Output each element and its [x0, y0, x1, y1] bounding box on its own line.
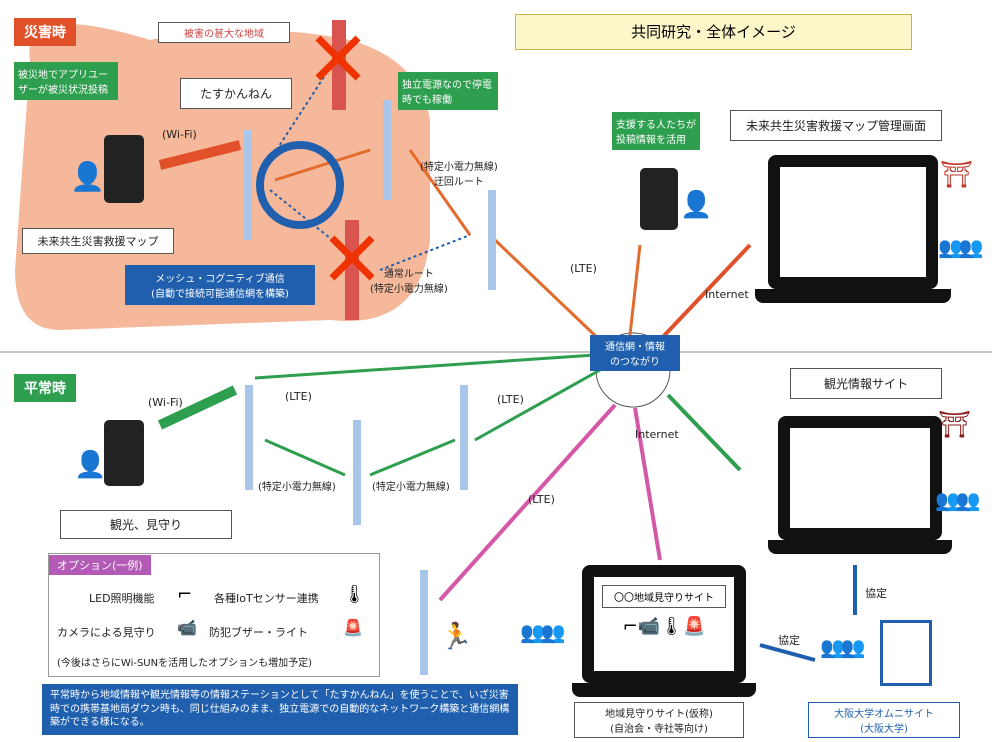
- link-wifi-disaster: [158, 140, 242, 170]
- damage-area-label: 被害の甚大な地域: [158, 22, 290, 43]
- map-name-label: 未来共生災害救援マップ: [22, 228, 174, 254]
- pole-disaster-1: [244, 130, 252, 240]
- link-normal-route: [379, 234, 471, 271]
- option-wisun: (今後はさらにWi-SUNを活用したオプションも増加予定): [57, 658, 313, 669]
- supporters-note: 支援する人たちが投稿情報を活用: [612, 112, 700, 150]
- hub-label: 通信網・情報 のつながり: [590, 335, 680, 371]
- slp1-label: (特定小電力無線): [258, 482, 336, 493]
- link-slp2: [369, 438, 456, 477]
- independent-power-note: 独立電源なので停電時でも稼働: [398, 72, 498, 110]
- watch-icons: ⌐📹🌡🚨: [622, 616, 706, 637]
- normal-tag: 平常時: [14, 374, 76, 402]
- lte-normal-left-label: (LTE): [285, 390, 312, 403]
- failed-tower-bottom: [329, 220, 375, 320]
- pole-disaster-3: [488, 190, 496, 290]
- disaster-tag: 災害時: [14, 18, 76, 46]
- led-lamp-icon: ⌐: [177, 584, 193, 605]
- link-lte-normal-right: [474, 368, 601, 442]
- options-panel: オプション(一例) LED照明機能 各種IoTセンサー連携 カメラによる見守り …: [48, 553, 380, 677]
- cooperate2-label: 協定: [778, 634, 800, 647]
- watch-laptop-base: [572, 683, 756, 697]
- user-post-note: 被災地でアプリユーザーが被災状況投稿: [14, 62, 118, 100]
- normal-route-label: 通常ルート (特定小電力無線): [370, 269, 448, 295]
- mesh-note: メッシュ・コグニティブ通信 (自動で接続可能通信網を構築): [125, 265, 315, 305]
- failed-tower-top: [315, 20, 361, 110]
- watch-laptop-screen: 〇〇地域見守りサイト ⌐📹🌡🚨: [582, 565, 746, 683]
- tasukan-label: たすかんねん: [180, 78, 292, 109]
- smartphone-supporter: [640, 168, 678, 230]
- detour-route-label: (特定小電力無線) 迂回ルート: [420, 162, 498, 188]
- sightseeing-watch-label: 観光、見守り: [60, 510, 232, 539]
- option-camera: カメラによる見守り: [57, 626, 156, 639]
- link-mesh-upper: [269, 59, 336, 161]
- wifi-disaster-label: (Wi-Fi): [162, 128, 197, 141]
- thermometer-icon: 🌡: [343, 584, 366, 605]
- link-internet-watch: [633, 407, 662, 561]
- link-detour: [408, 149, 472, 236]
- temple-icon: ⛩: [938, 410, 972, 440]
- link-supporters: [628, 244, 642, 336]
- smartphone-disaster: [104, 135, 144, 203]
- lte-disaster-label: (LTE): [570, 262, 597, 275]
- options-title: オプション(一例): [49, 555, 151, 575]
- tourist-icon: 👤: [74, 450, 107, 480]
- slp2-label: (特定小電力無線): [372, 482, 450, 493]
- camera-icon: 📹: [177, 618, 197, 637]
- pole-normal-3: [460, 385, 468, 490]
- internet-disaster-label: Internet: [705, 288, 749, 301]
- link-wifi-normal: [157, 385, 238, 430]
- option-iot: 各種IoTセンサー連携: [214, 592, 319, 605]
- link-lte-normal-left: [254, 353, 596, 380]
- supporter-icon: 👤: [680, 190, 713, 220]
- admin-laptop-base: [755, 289, 951, 303]
- pole-disaster-2: [383, 100, 391, 200]
- internet-normal-label: Internet: [635, 428, 679, 441]
- footer-note: 平常時から地域情報や観光情報等の情報ステーションとして「たすかんねん」を使うこと…: [42, 684, 518, 735]
- people-watch-group-icon: 👥👥: [520, 620, 566, 644]
- checklist-icon: [880, 620, 932, 686]
- lte-normal-right-label: (LTE): [497, 393, 524, 406]
- running-person-icon: 🏃: [440, 622, 473, 652]
- people-group-icon: 👥👥: [938, 235, 984, 259]
- smartphone-normal: [104, 420, 144, 486]
- admin-laptop-screen: [768, 155, 938, 289]
- watch-site-title: 〇〇地域見守りサイト: [602, 585, 726, 608]
- watch-caption: 地域見守りサイト(仮称) (自治会・寺社等向け): [574, 702, 744, 738]
- link-internet-tourism: [666, 393, 742, 472]
- option-buzzer: 防犯ブザー・ライト: [209, 626, 308, 639]
- mesh-circle: [256, 141, 344, 229]
- link-lte-disaster: [493, 238, 607, 347]
- link-slp1: [264, 438, 346, 477]
- header-title: 共同研究・全体イメージ: [515, 14, 912, 50]
- link-cooperate2: [759, 643, 816, 662]
- user-icon: 👤: [70, 160, 105, 193]
- tourism-laptop-screen: [778, 416, 942, 540]
- option-led: LED照明機能: [89, 592, 155, 605]
- tourism-laptop-base: [768, 540, 952, 554]
- people-blue-group-icon: 👥👥: [935, 488, 981, 512]
- people-omni-group-icon: 👥👥: [820, 635, 866, 659]
- link-lte-option: [438, 403, 617, 602]
- link-pole-pole: [274, 148, 371, 182]
- cooperate1-label: 協定: [865, 587, 887, 600]
- pole-normal-1: [245, 385, 253, 490]
- omni-site-label: 大阪大学オムニサイト (大阪大学): [808, 702, 960, 738]
- lte-diag-label: (LTE): [528, 493, 555, 506]
- pole-normal-2: [353, 420, 361, 525]
- alarm-light-icon: 🚨: [343, 618, 363, 637]
- wifi-normal-label: (Wi-Fi): [148, 396, 183, 409]
- link-internet-admin: [658, 243, 752, 342]
- pole-normal-4: [420, 570, 428, 675]
- tourism-site-label: 観光情報サイト: [790, 368, 942, 399]
- shrine-icon: ⛩: [940, 160, 974, 190]
- map-admin-label: 未来共生災害救援マップ管理画面: [730, 110, 942, 141]
